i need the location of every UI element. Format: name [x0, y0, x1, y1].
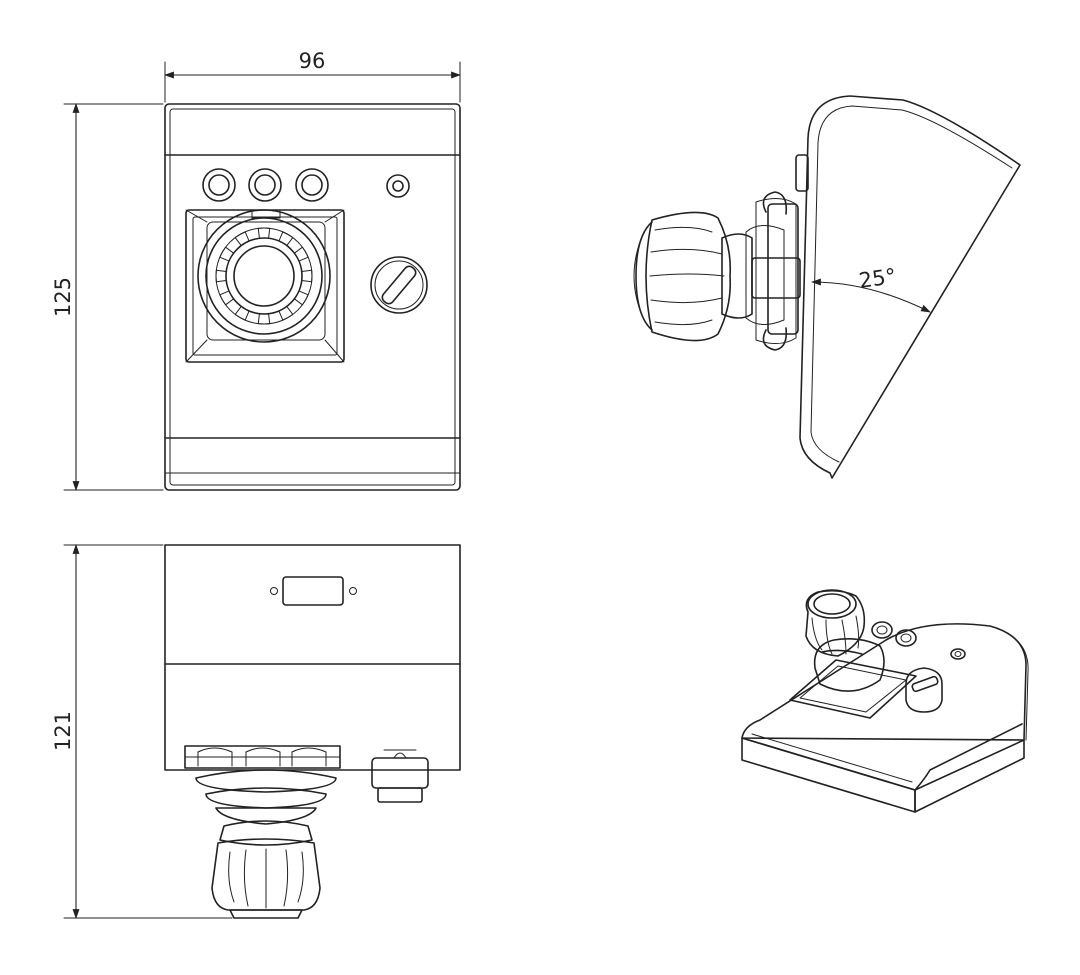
knob-rib — [215, 269, 227, 283]
knob-rib — [257, 227, 271, 239]
knob-rib — [278, 231, 294, 247]
angle-annotation: 25° — [811, 264, 931, 313]
iso-buttons — [871, 621, 966, 660]
bottom-buttons — [184, 745, 341, 769]
front-view — [164, 103, 461, 491]
knob-rib — [293, 246, 309, 262]
side-height-label: 121 — [51, 711, 75, 751]
side-housing — [799, 95, 1021, 479]
push-button-1 — [202, 168, 236, 202]
angle-label: 25° — [857, 264, 897, 293]
side-mount-plate — [745, 154, 809, 351]
side-joystick — [633, 211, 801, 342]
bottom-side-connector — [371, 749, 429, 803]
knob-rib — [234, 231, 250, 247]
knob-rib — [278, 305, 294, 321]
knob-rib — [234, 305, 250, 321]
knob-rib — [293, 290, 309, 306]
joystick-mount — [185, 209, 345, 363]
isometric-view — [741, 589, 1029, 813]
rotary-switch — [370, 256, 428, 314]
cable-connector — [270, 576, 357, 606]
knob-rib — [219, 246, 235, 262]
height-dimension: 125 — [51, 103, 164, 491]
iso-joystick — [805, 589, 885, 692]
indicator-led — [386, 174, 410, 198]
push-button-3 — [295, 168, 329, 202]
iso-rotary-switch — [905, 667, 943, 713]
push-button-2 — [248, 168, 282, 202]
bottom-view — [164, 544, 461, 919]
height-label: 125 — [51, 277, 75, 317]
bottom-joystick — [195, 769, 337, 919]
knob-rib — [257, 313, 271, 325]
knob-rib — [301, 269, 313, 283]
side-height-dimension: 121 — [51, 544, 233, 919]
push-buttons — [202, 168, 329, 202]
knob-rib — [219, 290, 235, 306]
side-view: 25° — [633, 95, 1021, 479]
width-dimension: 96 — [164, 49, 461, 103]
joystick-knob — [197, 209, 331, 343]
width-label: 96 — [299, 49, 326, 73]
